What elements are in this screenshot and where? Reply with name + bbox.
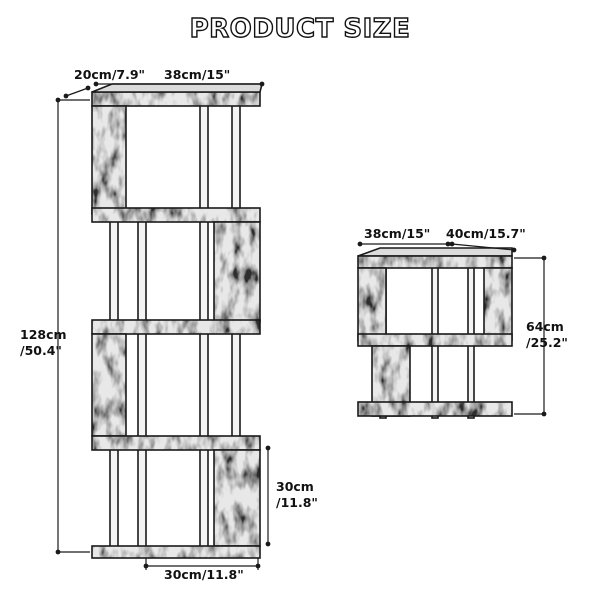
depth-dimension-line [63,85,91,99]
short-depth-dimension-line [449,241,517,253]
short-shelf-dimensions [357,241,547,417]
post [467,257,475,419]
tier-height-label-2: /11.8" [276,495,318,510]
short-depth-label: 40cm/15.7" [446,226,526,241]
post [199,104,209,556]
short-shelf [357,247,513,419]
post [379,257,387,419]
tall-width-label: 38cm/15" [164,67,231,82]
short-height-label-1: 64cm [526,319,564,334]
short-side-panel-3 [371,345,411,417]
marble-side-panel-3 [91,333,127,437]
tall-shelf [91,83,264,559]
tall-height-label-1: 128cm [20,327,67,342]
tall-shelf-dimensions [55,81,271,570]
short-side-panel-2 [483,267,513,341]
tier-height-label-1: 30cm [276,479,314,494]
tier-width-label: 30cm/11.8" [164,567,244,582]
tall-height-label-2: /50.4" [20,343,62,358]
post [109,214,119,556]
marble-top-shelf-1 [91,91,261,107]
short-top-face [357,247,513,257]
short-width-label: 38cm/15" [364,226,431,241]
marble-top-face-1 [91,83,264,93]
short-height-label-2: /25.2" [526,335,568,350]
page-title: PRODUCT SIZE [189,13,411,44]
post [137,214,147,556]
marble-side-panel-1 [91,105,127,215]
tall-depth-label: 20cm/7.9" [74,67,146,82]
post [431,257,439,419]
post [231,104,241,556]
